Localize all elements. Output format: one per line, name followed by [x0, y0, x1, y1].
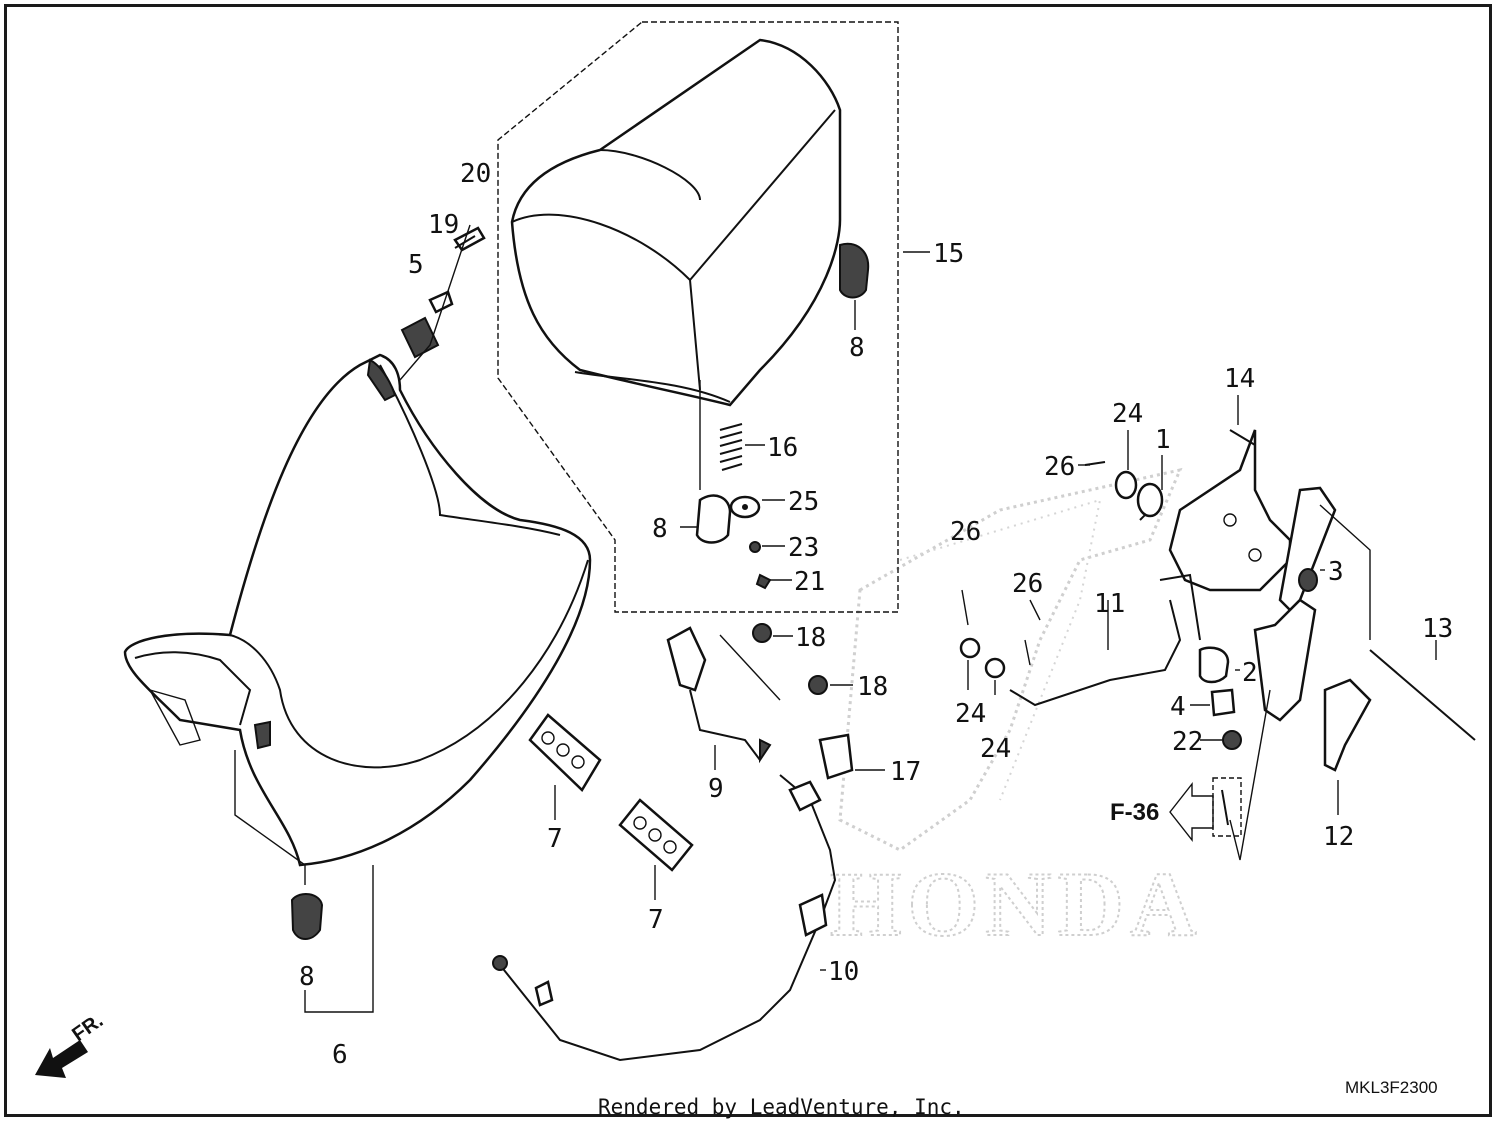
- label-20: 20: [460, 159, 491, 189]
- front-arrow: FR.: [35, 1010, 107, 1078]
- main-seat-leaders: [234, 750, 374, 1013]
- footer-credit: Rendered by LeadVenture, Inc.: [598, 1095, 965, 1119]
- rubber-pads: [528, 713, 694, 900]
- label-1: 1: [1155, 425, 1171, 455]
- label-19: 19: [428, 210, 459, 240]
- label-7: 7: [547, 824, 563, 854]
- label-21: 21: [794, 567, 825, 597]
- label-26: 26: [950, 517, 981, 547]
- svg-text:HONDA: HONDA: [830, 853, 1202, 955]
- label-12: 12: [1323, 822, 1354, 852]
- label-26: 26: [1012, 569, 1043, 599]
- honda-watermark: HONDA: [829, 467, 1202, 956]
- label-8: 8: [652, 514, 668, 544]
- label-7: 7: [648, 905, 664, 935]
- label-8: 8: [849, 333, 865, 363]
- cowl-fittings: [695, 380, 772, 643]
- label-26: 26: [1044, 452, 1075, 482]
- label-18: 18: [795, 623, 826, 653]
- callout-labels: 20 19 5 15 8 16 25 8 23 21 18 18 17 9 7 …: [299, 159, 1453, 1119]
- label-24: 24: [1112, 399, 1143, 429]
- leader-lines: [680, 251, 1437, 971]
- label-24: 24: [955, 699, 986, 729]
- label-13: 13: [1422, 614, 1453, 644]
- diagram-code: MKL3F2300: [1345, 1078, 1438, 1097]
- label-15: 15: [933, 239, 964, 269]
- label-10: 10: [828, 957, 859, 987]
- front-marker-text: FR.: [68, 1010, 107, 1047]
- label-6: 6: [332, 1040, 348, 1070]
- label-16: 16: [767, 433, 798, 463]
- label-22: 22: [1172, 727, 1203, 757]
- lever-and-rod: [1229, 504, 1476, 861]
- label-8: 8: [299, 962, 315, 992]
- label-18: 18: [857, 672, 888, 702]
- label-5: 5: [408, 250, 424, 280]
- label-24: 24: [980, 734, 1011, 764]
- seat-lock-cable: [492, 626, 854, 1062]
- label-11: 11: [1094, 589, 1125, 619]
- rear-seat-cowl: [510, 38, 870, 407]
- rear-seat-cowl-box: [497, 21, 899, 613]
- label-17: 17: [890, 757, 921, 787]
- label-2: 2: [1242, 658, 1258, 688]
- diagram-frame: [4, 4, 1492, 1117]
- label-4: 4: [1170, 692, 1186, 722]
- label-9: 9: [708, 774, 724, 804]
- main-seat: [123, 353, 592, 867]
- reference-f36: F-36: [1110, 799, 1159, 826]
- label-14: 14: [1224, 364, 1255, 394]
- mount-hardware: [399, 224, 486, 381]
- f36-reference: [1169, 777, 1242, 843]
- rod-and-washers: [959, 589, 1182, 707]
- label-3: 3: [1328, 557, 1344, 587]
- label-25: 25: [788, 487, 819, 517]
- label-23: 23: [788, 533, 819, 563]
